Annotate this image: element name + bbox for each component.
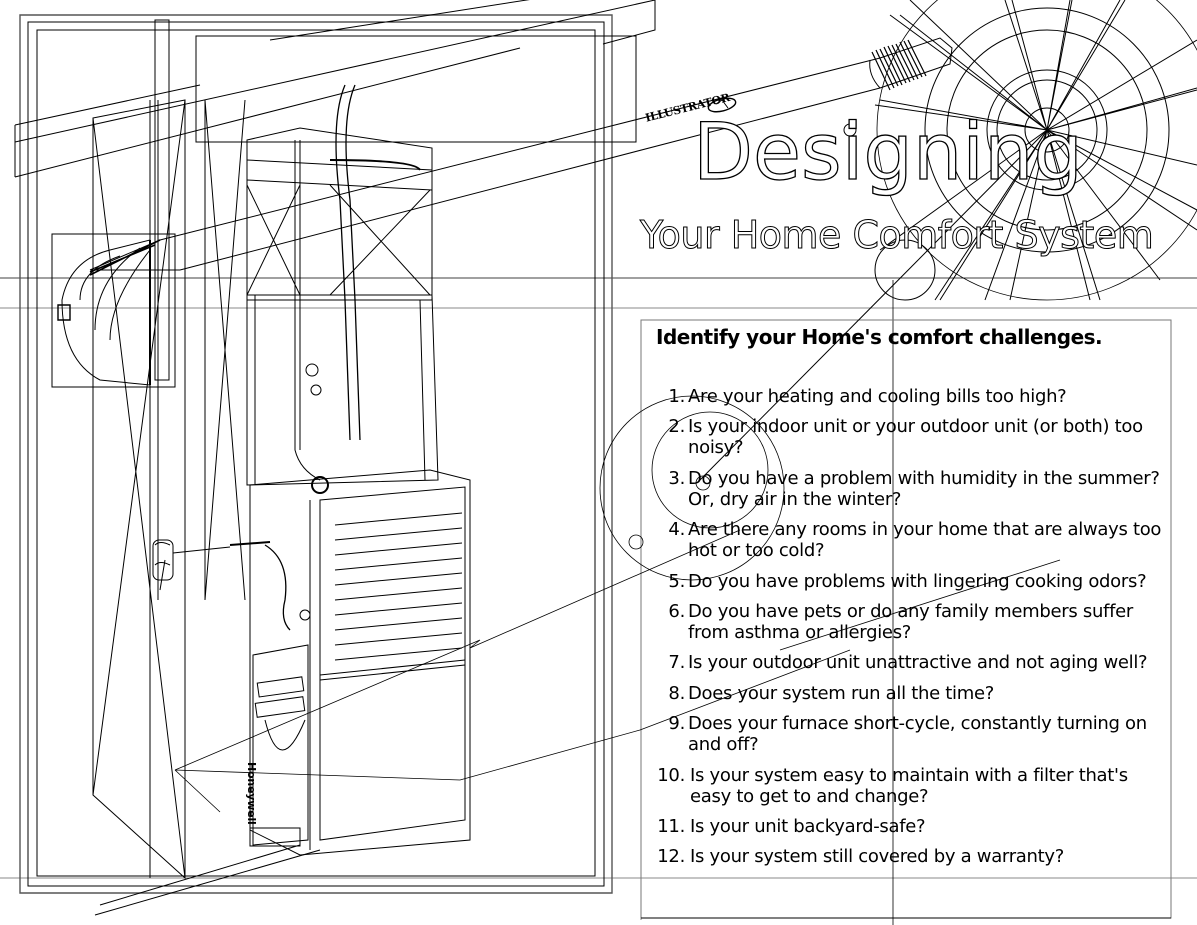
annotation-lines <box>175 396 1060 812</box>
question-text: Is your indoor unit or your outdoor unit… <box>688 416 1143 459</box>
furnace-louver-grid <box>335 513 462 660</box>
question-text: Does your furnace short-cycle, constantl… <box>688 713 1147 756</box>
question-text: Is your unit backyard-safe? <box>690 815 926 837</box>
furnace-brand-text: Honeywell <box>245 762 258 825</box>
question-text: Are there any rooms in your home that ar… <box>688 519 1162 562</box>
question-item: 7.Is your outdoor unit unattractive and … <box>655 652 1165 673</box>
starburst-graphic <box>700 0 1197 480</box>
question-number: 3. <box>668 467 685 489</box>
page-frames <box>20 15 1171 918</box>
question-item: 8.Does your system run all the time? <box>655 683 1165 704</box>
question-item: 11.Is your unit backyard-safe? <box>655 816 1165 837</box>
question-item: 4.Are there any rooms in your home that … <box>655 519 1165 561</box>
return-duct-outline <box>93 100 245 878</box>
question-number: 10. <box>657 764 685 786</box>
panel-heading: Identify your Home's comfort challenges. <box>656 325 1103 349</box>
question-number: 6. <box>668 600 685 622</box>
question-number: 7. <box>668 652 685 674</box>
question-item: 3.Do you have a problem with humidity in… <box>655 468 1165 510</box>
question-list: 1.Are your heating and cooling bills too… <box>655 386 1165 877</box>
page-title: Designing <box>692 107 1083 198</box>
question-number: 4. <box>668 519 685 541</box>
challenges-panel: Identify your Home's comfort challenges.… <box>641 320 1171 918</box>
question-text: Is your outdoor unit unattractive and no… <box>688 652 1148 674</box>
question-item: 12.Is your system still covered by a war… <box>655 846 1165 867</box>
question-item: 10.Is your system easy to maintain with … <box>655 765 1165 807</box>
question-text: Are your heating and cooling bills too h… <box>688 386 1067 407</box>
question-number: 11. <box>657 815 685 837</box>
question-number: 8. <box>668 682 685 704</box>
question-number: 5. <box>668 570 685 592</box>
question-item: 5.Do you have problems with lingering co… <box>655 571 1165 592</box>
question-item: 1.Are your heating and cooling bills too… <box>655 386 1165 407</box>
question-text: Does your system run all the time? <box>688 682 995 704</box>
question-number: 1. <box>668 386 685 407</box>
question-item: 2.Is your indoor unit or your outdoor un… <box>655 416 1165 458</box>
question-text: Is your system easy to maintain with a f… <box>690 764 1128 807</box>
question-text: Do you have a problem with humidity in t… <box>688 467 1160 510</box>
question-text: Do you have pets or do any family member… <box>688 600 1133 643</box>
page-subtitle: Your Home Comfort System <box>639 213 1154 258</box>
question-text: Is your system still covered by a warran… <box>690 846 1065 868</box>
question-number: 9. <box>668 713 685 735</box>
question-number: 12. <box>657 846 685 868</box>
question-text: Do you have problems with lingering cook… <box>688 570 1147 592</box>
question-item: 9.Does your furnace short-cycle, constan… <box>655 713 1165 755</box>
question-item: 6.Do you have pets or do any family memb… <box>655 601 1165 643</box>
humidifier-illustration <box>52 234 175 387</box>
furnace-illustration <box>95 85 470 915</box>
question-number: 2. <box>668 416 685 438</box>
